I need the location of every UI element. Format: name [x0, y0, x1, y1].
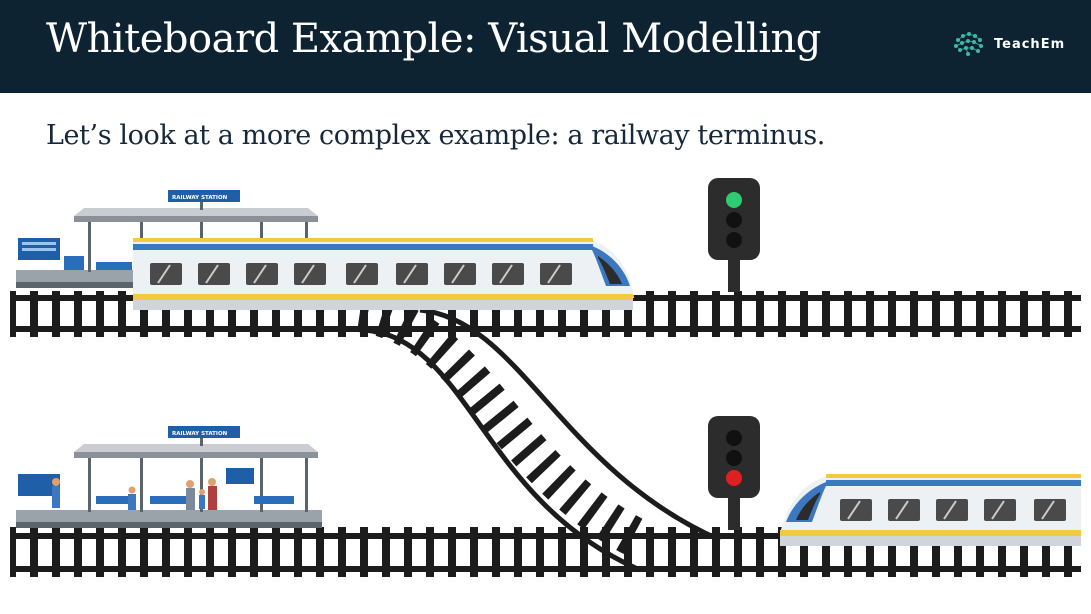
- signal-light-green: [726, 192, 742, 208]
- bottom-signal: [708, 416, 760, 530]
- station-sign-top: RAILWAY STATION: [172, 195, 228, 201]
- bottom-station: RAILWAY STATION: [16, 426, 322, 528]
- bottom-train: [780, 474, 1081, 546]
- logo-text: TeachEm: [994, 36, 1066, 52]
- station-sign-bottom: RAILWAY STATION: [172, 431, 228, 437]
- header-bar: Whiteboard Example: Visual Modelling Tea…: [0, 0, 1091, 93]
- brain-icon: [954, 32, 983, 56]
- subtitle: Let’s look at a more complex example: a …: [46, 120, 825, 151]
- page-title: Whiteboard Example: Visual Modelling: [46, 16, 821, 62]
- crossover-track: [356, 292, 722, 573]
- logo: TeachEm: [952, 30, 1065, 58]
- passengers: [52, 478, 217, 510]
- top-train: [133, 238, 634, 310]
- top-signal: [708, 178, 760, 292]
- signal-light-red: [726, 470, 742, 486]
